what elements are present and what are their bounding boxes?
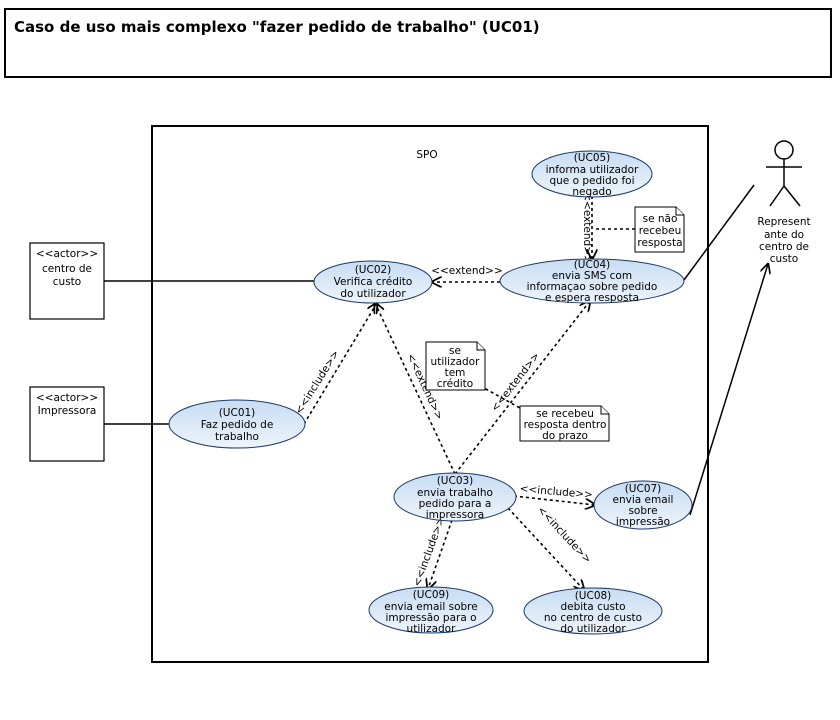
- use-case-label-line: impressão: [616, 516, 670, 528]
- actor-label-line: Represent: [757, 216, 810, 228]
- actor-representante[interactable]: Represent ante do centro de custo: [757, 140, 811, 265]
- include-uc03-uc07: [513, 495, 595, 505]
- use-case-label-line: sobre: [628, 505, 657, 517]
- extend-uc03-uc04: [454, 301, 590, 475]
- use-case-label-line: (UC02): [355, 264, 392, 276]
- note-line: do prazo: [542, 430, 588, 442]
- use-case-uc01[interactable]: (UC01) Faz pedido de trabalho: [168, 399, 306, 449]
- note-line: se: [449, 345, 461, 357]
- use-case-uc03[interactable]: (UC03) envia trabalho pedido para a impr…: [393, 472, 517, 522]
- include-uc01-uc02: [303, 303, 377, 425]
- extend-uc03-uc02: [375, 303, 456, 475]
- actor-label-line: custo: [770, 253, 798, 265]
- use-case-uc05[interactable]: (UC05) informa utilizador que o pedido f…: [531, 150, 653, 198]
- actor-centro-de-custo[interactable]: <<actor>> centro de custo: [29, 242, 105, 320]
- actor-stereotype: <<actor>>: [36, 248, 98, 260]
- use-case-uc02[interactable]: (UC02) Verifica crédito do utilizador: [313, 260, 433, 304]
- use-case-label-line: utilizador: [407, 623, 457, 635]
- include-uc03-uc09: [428, 519, 453, 589]
- use-case-label-line: envia email: [613, 494, 674, 506]
- use-case-label-line: (UC07): [625, 483, 662, 495]
- use-case-label-line: envia email sobre: [384, 601, 477, 613]
- use-case-label-line: e espera resposta: [545, 292, 639, 304]
- label-extend-uc05-uc04: <<extend>>: [581, 192, 593, 264]
- use-case-label-line: (UC08): [575, 590, 612, 602]
- use-case-label-line: Verifica crédito: [334, 276, 413, 288]
- title-box: Caso de uso mais complexo "fazer pedido …: [4, 8, 832, 78]
- note-line: resposta: [637, 237, 682, 249]
- use-case-label-line: no centro de custo: [544, 612, 642, 624]
- label-include-uc03-uc09: <<include>>: [411, 516, 447, 589]
- actor-label-line: centro de: [759, 241, 809, 253]
- actor-label-line: centro de: [42, 263, 92, 275]
- use-case-label-line: (UC01): [219, 407, 256, 419]
- note-se-recebeu-resposta-dentro-do-prazo: se recebeu resposta dentro do prazo: [519, 405, 610, 442]
- use-case-label-line: envia SMS com: [552, 270, 632, 282]
- actor-impressora[interactable]: <<actor>> Impressora: [29, 386, 105, 462]
- use-case-label-line: (UC09): [413, 589, 450, 601]
- use-case-label-line: negado: [572, 186, 611, 198]
- label-include-uc03-uc08: <<include>>: [535, 504, 594, 566]
- system-name: SPO: [416, 149, 437, 161]
- use-case-label-line: do utilizador: [560, 623, 626, 635]
- note-line: utilizador: [431, 356, 481, 368]
- use-case-label-line: envia trabalho: [417, 487, 493, 499]
- use-case-label-line: do utilizador: [340, 288, 406, 300]
- use-case-label-line: pedido para a: [419, 498, 492, 510]
- page-title: Caso de uso mais complexo "fazer pedido …: [14, 18, 540, 36]
- use-case-label-line: Faz pedido de: [201, 419, 274, 431]
- actor-stereotype: <<actor>>: [36, 392, 98, 404]
- label-include-uc01-uc02: <<include>>: [293, 348, 342, 416]
- association-uc07-representante: [689, 264, 768, 516]
- use-case-label-line: (UC03): [437, 475, 474, 487]
- use-case-label-line: (UC04): [574, 259, 611, 271]
- association-representante-uc04: [683, 184, 755, 281]
- label-include-uc03-uc07: <<include>>: [519, 483, 593, 501]
- note-se-nao-recebeu-resposta: se não recebeu resposta: [634, 206, 685, 253]
- note-line: crédito: [437, 378, 473, 390]
- include-uc03-uc08: [507, 507, 584, 590]
- actor-label-line: ante do: [764, 229, 804, 241]
- stick-figure-icon: [766, 140, 802, 207]
- use-case-label-line: impressora: [426, 509, 484, 521]
- use-case-uc09[interactable]: (UC09) envia email sobre impressão para …: [368, 586, 494, 635]
- use-case-uc04[interactable]: (UC04) envia SMS com informaçao sobre pe…: [499, 258, 685, 304]
- use-case-label-line: trabalho: [215, 431, 259, 443]
- actor-label-line: custo: [53, 276, 81, 288]
- use-case-label-line: que o pedido foi: [549, 175, 634, 187]
- note-se-utilizador-tem-credito: se utilizador tem crédito: [425, 341, 486, 391]
- use-case-label-line: informa utilizador: [546, 164, 639, 176]
- use-case-uc08[interactable]: (UC08) debita custo no centro de custo d…: [523, 587, 663, 635]
- use-case-label-line: debita custo: [560, 601, 625, 613]
- note-line: se não: [643, 213, 678, 225]
- note-line: resposta dentro: [524, 419, 607, 431]
- note-line: recebeu: [639, 225, 682, 237]
- use-case-label-line: impressão para o: [385, 612, 476, 624]
- label-extend-uc03-uc04: <<extend>>: [489, 350, 543, 414]
- note-line: tem: [445, 367, 466, 379]
- use-case-label-line: (UC05): [574, 152, 611, 164]
- actor-label-line: Impressora: [38, 405, 97, 417]
- note-line: se recebeu: [536, 408, 594, 420]
- use-case-uc07[interactable]: (UC07) envia email sobre impressão: [593, 480, 693, 530]
- system-boundary: [151, 125, 709, 663]
- label-extend-uc04-uc02: <<extend>>: [431, 265, 503, 277]
- use-case-label-line: informaçao sobre pedido: [527, 281, 658, 293]
